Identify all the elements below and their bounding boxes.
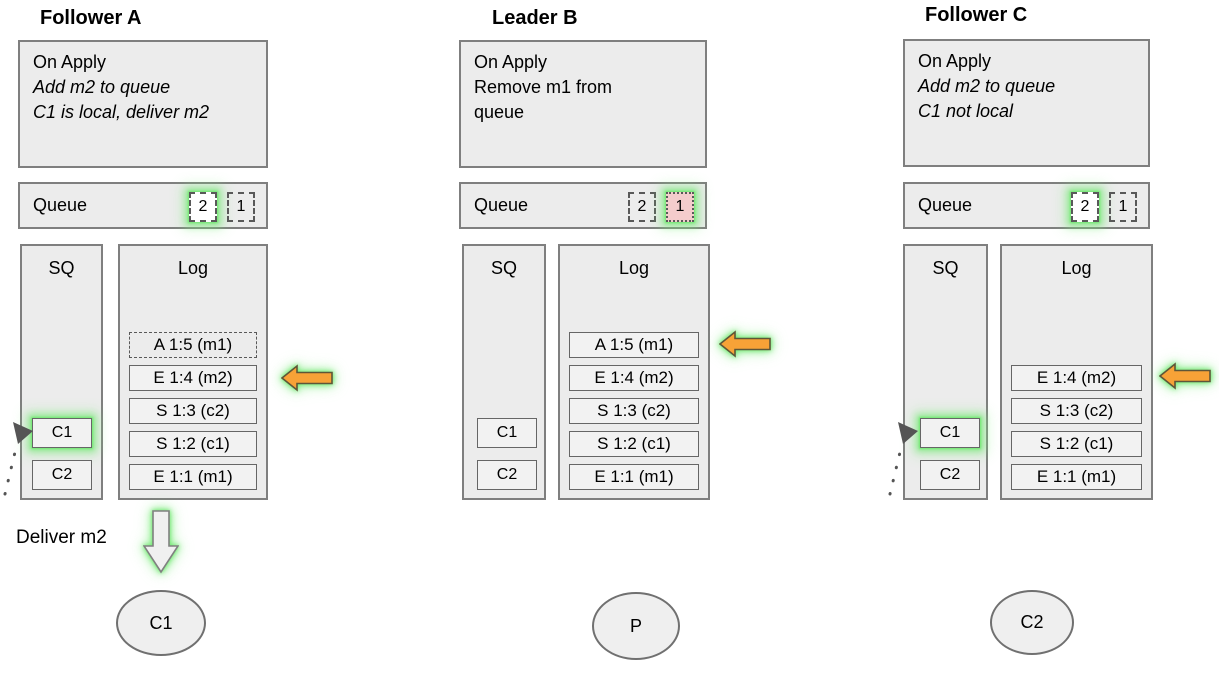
log-entry: E 1:1 (m1) xyxy=(129,464,257,490)
queue-label: Queue xyxy=(33,195,88,215)
column-title-leader-b: Leader B xyxy=(492,7,578,29)
sq-box-follower-a: SQ C1 C2 xyxy=(20,244,103,500)
deliver-label: Deliver m2 xyxy=(16,527,107,548)
on-apply-box-follower-c: On Apply Add m2 to queue C1 not local xyxy=(903,39,1150,167)
log-entry: E 1:1 (m1) xyxy=(1011,464,1142,490)
on-apply-line: C1 not local xyxy=(918,101,1014,121)
sq-label: SQ xyxy=(932,258,959,278)
sq-item-c2: C2 xyxy=(477,460,537,490)
apply-pointer-arrow-icon xyxy=(281,364,333,392)
queue-slot-1: 1 xyxy=(666,192,694,222)
queue-slot-1: 1 xyxy=(227,192,255,222)
log-entry: E 1:4 (m2) xyxy=(1011,365,1142,391)
sq-label: SQ xyxy=(490,258,517,278)
log-entry: S 1:2 (c1) xyxy=(569,431,699,457)
on-apply-line: Remove m1 from xyxy=(474,77,613,97)
sq-item-c2: C2 xyxy=(920,460,980,490)
queue-box-leader-b: Queue 2 1 xyxy=(459,182,707,229)
log-entry: E 1:1 (m1) xyxy=(569,464,699,490)
log-entry: A 1:5 (m1) xyxy=(129,332,257,358)
dotted-pointer-icon xyxy=(888,422,918,496)
process-node-c1: C1 xyxy=(116,590,206,656)
sq-box-follower-c: SQ C1 C2 xyxy=(903,244,988,500)
sq-item-c1: C1 xyxy=(32,418,92,448)
queue-slot-2: 2 xyxy=(189,192,217,222)
column-title-follower-c: Follower C xyxy=(925,4,1028,26)
on-apply-line: On Apply xyxy=(33,52,107,72)
on-apply-line: On Apply xyxy=(918,51,992,71)
deliver-arrow-icon xyxy=(143,510,179,574)
apply-pointer-arrow-icon xyxy=(719,330,771,358)
log-box-follower-c: Log E 1:4 (m2) S 1:3 (c2) S 1:2 (c1) E 1… xyxy=(1000,244,1153,500)
log-entry: S 1:2 (c1) xyxy=(129,431,257,457)
on-apply-line: C1 is local, deliver m2 xyxy=(33,102,210,122)
sq-box-leader-b: SQ C1 C2 xyxy=(462,244,546,500)
log-entry: A 1:5 (m1) xyxy=(569,332,699,358)
log-box-follower-a: Log A 1:5 (m1) E 1:4 (m2) S 1:3 (c2) S 1… xyxy=(118,244,268,500)
queue-slot-2: 2 xyxy=(1071,192,1099,222)
on-apply-box-leader-b: On Apply Remove m1 from queue xyxy=(459,40,707,168)
queue-label: Queue xyxy=(474,195,529,215)
log-label: Log xyxy=(177,258,209,278)
queue-box-follower-a: Queue 2 1 xyxy=(18,182,268,229)
on-apply-box-follower-a: On Apply Add m2 to queue C1 is local, de… xyxy=(18,40,268,168)
queue-slot-1: 1 xyxy=(1109,192,1137,222)
sq-label: SQ xyxy=(48,258,75,278)
queue-label: Queue xyxy=(918,195,973,215)
log-entry: S 1:3 (c2) xyxy=(1011,398,1142,424)
log-box-leader-b: Log A 1:5 (m1) E 1:4 (m2) S 1:3 (c2) S 1… xyxy=(558,244,710,500)
on-apply-line: Add m2 to queue xyxy=(33,77,171,97)
column-title-follower-a: Follower A xyxy=(40,7,142,29)
on-apply-line: queue xyxy=(474,102,525,122)
queue-slot-2: 2 xyxy=(628,192,656,222)
on-apply-line: Add m2 to queue xyxy=(918,76,1056,96)
sq-item-c2: C2 xyxy=(32,460,92,490)
queue-box-follower-c: Queue 2 1 xyxy=(903,182,1150,229)
log-entry: E 1:4 (m2) xyxy=(569,365,699,391)
log-label: Log xyxy=(618,258,650,278)
sq-item-c1: C1 xyxy=(920,418,980,448)
log-entry: E 1:4 (m2) xyxy=(129,365,257,391)
log-entry: S 1:3 (c2) xyxy=(569,398,699,424)
on-apply-line: On Apply xyxy=(474,52,548,72)
dotted-pointer-icon xyxy=(3,422,33,496)
process-node-c2: C2 xyxy=(990,590,1074,655)
sq-item-c1: C1 xyxy=(477,418,537,448)
log-entry: S 1:2 (c1) xyxy=(1011,431,1142,457)
log-entry: S 1:3 (c2) xyxy=(129,398,257,424)
log-label: Log xyxy=(1061,258,1092,278)
process-node-p: P xyxy=(592,592,680,660)
apply-pointer-arrow-icon xyxy=(1159,362,1211,390)
